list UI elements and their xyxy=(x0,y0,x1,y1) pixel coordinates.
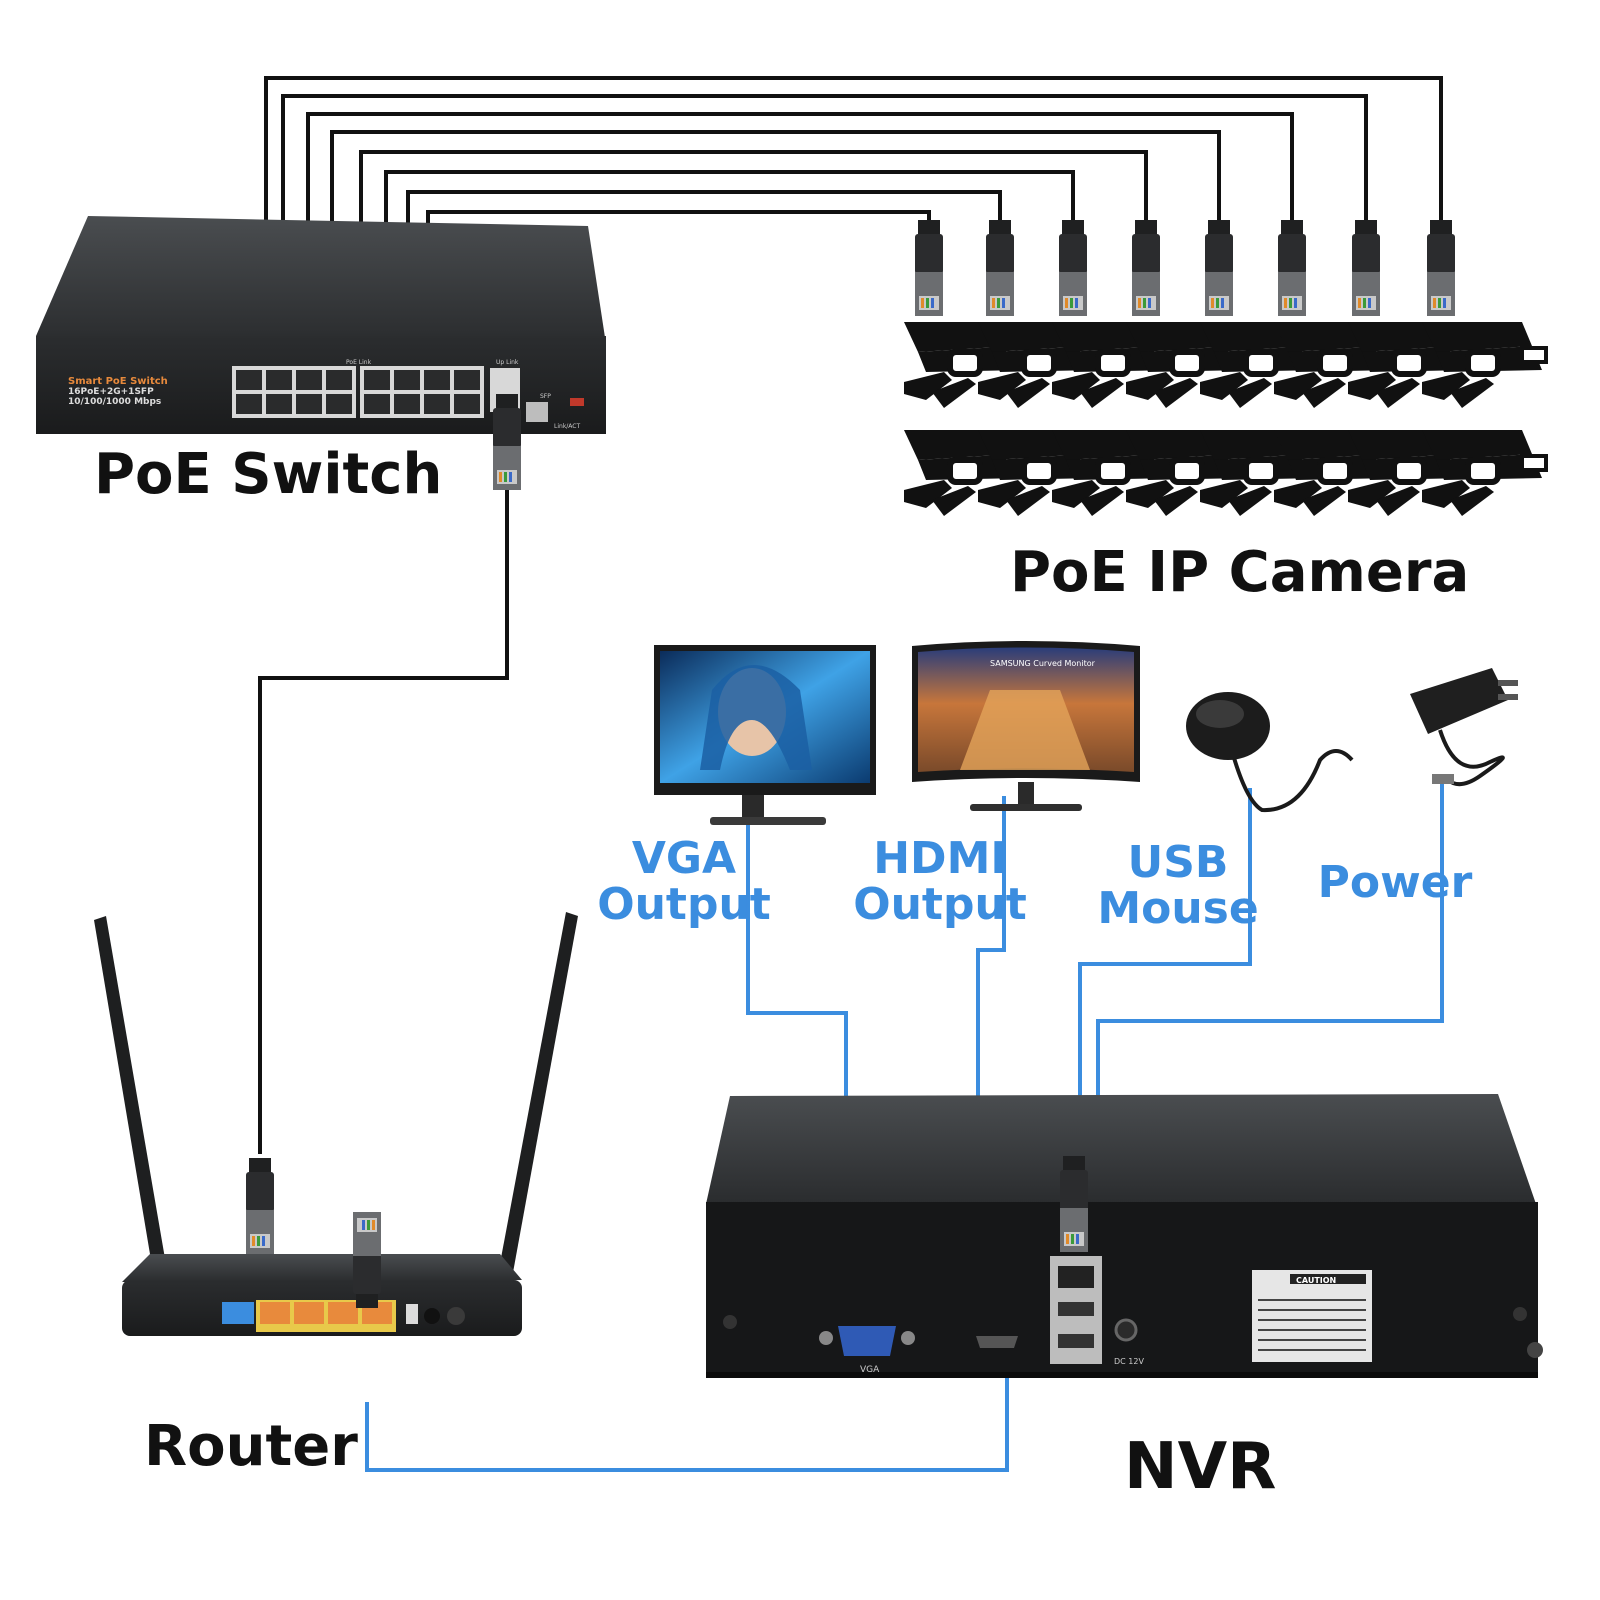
poe-switch: Smart PoE Switch 16PoE+2G+1SFP 10/100/10… xyxy=(36,216,606,434)
camera-connectors xyxy=(915,220,1455,316)
camera-rj45-connector-icon xyxy=(1205,220,1233,316)
router xyxy=(94,912,578,1336)
power-adapter-icon xyxy=(1410,668,1518,787)
monitor-brand-text: SAMSUNG Curved Monitor xyxy=(990,659,1096,668)
nvr-hdmi-port xyxy=(976,1336,1018,1348)
hdmi-output-line1: HDMI xyxy=(873,833,1007,884)
switch-model-text: 16PoE+2G+1SFP xyxy=(68,387,154,397)
nvr: VGA DC 12V CAUTION xyxy=(706,1094,1543,1378)
switch-speed-text: 10/100/1000 Mbps xyxy=(68,397,161,407)
nvr-vga-port-label: VGA xyxy=(860,1365,880,1375)
nvr-label: NVR xyxy=(1124,1430,1277,1504)
camera-rj45-connector-icon xyxy=(1132,220,1160,316)
hdmi-output-line2: Output xyxy=(853,879,1027,930)
usb-mouse-label: USB Mouse xyxy=(1090,840,1266,932)
nvr-vga-port: VGA xyxy=(819,1326,915,1375)
usb-mouse-line1: USB xyxy=(1127,837,1229,888)
switch-link-act-text: Link/ACT xyxy=(554,423,580,430)
nvr-dc-power-port xyxy=(1114,1318,1138,1342)
vga-monitor-icon xyxy=(654,645,876,825)
nvr-dc-label: DC 12V xyxy=(1114,1357,1144,1366)
power-label: Power xyxy=(1317,857,1473,908)
camera-rj45-connector-icon xyxy=(915,220,943,316)
switch-poe-link-text: PoE Link xyxy=(346,359,372,366)
switch-sfp-text: SFP xyxy=(540,393,551,400)
hdmi-curved-monitor-icon: SAMSUNG Curved Monitor xyxy=(912,641,1140,811)
usb-mouse-line2: Mouse xyxy=(1097,883,1259,934)
camera-rj45-connector-icon xyxy=(986,220,1014,316)
router-lan-rj45-connector-icon xyxy=(353,1212,381,1308)
router-wan-rj45-connector-icon xyxy=(246,1158,274,1254)
camera-rj45-connector-icon xyxy=(1059,220,1087,316)
router-antenna-icon xyxy=(498,912,578,1278)
switch-router-cable xyxy=(258,484,509,1154)
vga-output-line2: Output xyxy=(597,879,771,930)
switch-uplink-text: Up Link xyxy=(496,359,519,366)
poe-ip-camera-label: PoE IP Camera xyxy=(1010,540,1470,605)
camera-rj45-connector-icon xyxy=(1278,220,1306,316)
router-antenna-icon xyxy=(94,916,168,1278)
ip-camera-array xyxy=(904,322,1546,516)
switch-brand-text: Smart PoE Switch xyxy=(68,376,168,387)
poe-switch-label: PoE Switch xyxy=(94,442,443,507)
router-label: Router xyxy=(144,1414,358,1479)
vga-output-line1: VGA xyxy=(631,833,737,884)
camera-rj45-connector-icon xyxy=(1427,220,1455,316)
vga-output-label: VGA Output xyxy=(596,836,772,928)
nvr-lan-rj45-connector-icon xyxy=(1060,1156,1088,1252)
nvr-caution-title: CAUTION xyxy=(1296,1276,1336,1285)
camera-rj45-connector-icon xyxy=(1352,220,1380,316)
switch-uplink-rj45-connector-icon xyxy=(493,394,521,490)
usb-mouse-icon xyxy=(1186,692,1354,813)
hdmi-output-label: HDMI Output xyxy=(852,836,1028,928)
